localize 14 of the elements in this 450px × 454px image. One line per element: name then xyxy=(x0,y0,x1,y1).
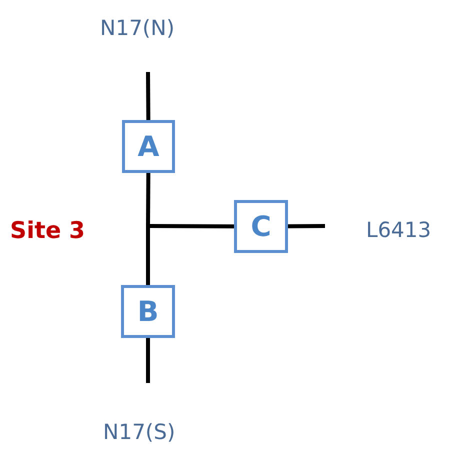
road-line xyxy=(150,224,234,228)
road-name: N17(N) xyxy=(100,16,175,40)
junction-point xyxy=(146,224,150,228)
site-label: Site 3 xyxy=(10,218,86,244)
road-line xyxy=(146,72,150,120)
road-name: L6413 xyxy=(366,218,432,242)
road-line xyxy=(146,172,150,224)
road-line xyxy=(288,224,326,228)
site-box: C xyxy=(234,200,288,253)
road-name: N17(S) xyxy=(103,420,176,444)
site-box: B xyxy=(121,285,175,338)
road-line xyxy=(146,338,150,383)
road-line xyxy=(146,228,150,285)
site-box: A xyxy=(122,120,175,173)
